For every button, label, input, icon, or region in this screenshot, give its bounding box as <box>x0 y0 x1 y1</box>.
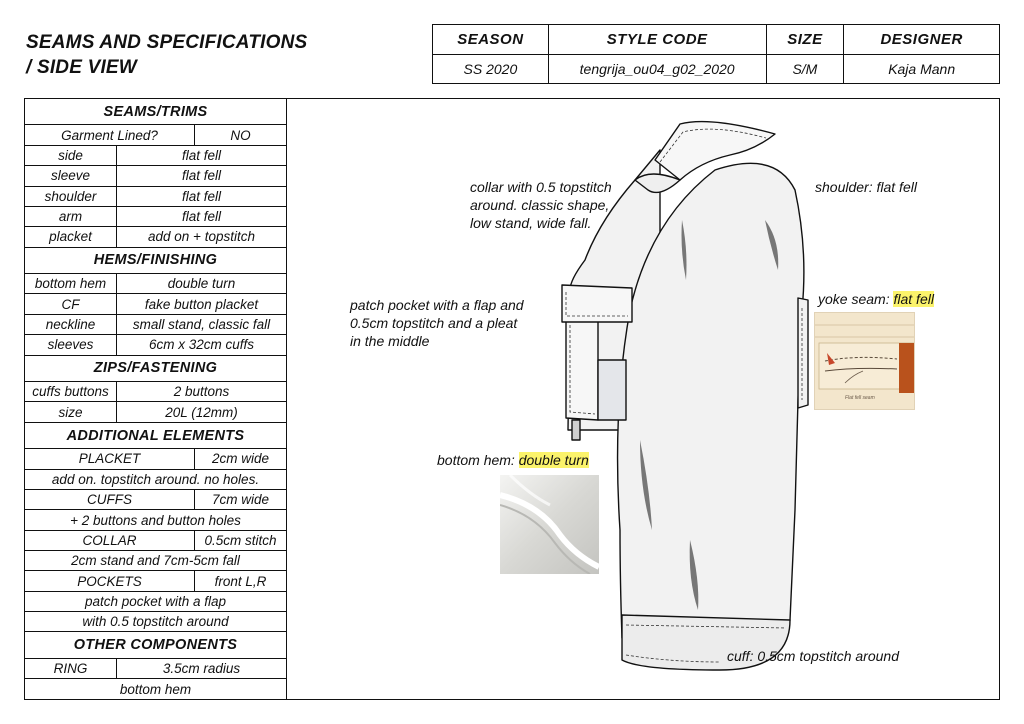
spec-value: 2cm wide <box>194 448 287 470</box>
spec-label: side <box>24 144 117 167</box>
garment-yoke <box>797 297 809 409</box>
header-label-size: SIZE <box>765 23 845 56</box>
section-additional-elements: ADDITIONAL ELEMENTS <box>24 421 287 450</box>
spec-row-lined: Garment Lined? NO <box>24 124 287 146</box>
spec-label: CUFFS <box>24 488 195 511</box>
section-zips-fastening: ZIPS/FASTENING <box>24 354 287 383</box>
spec-value: flat fell <box>116 144 287 167</box>
section-other-components: OTHER COMPONENTS <box>24 631 287 659</box>
header-label-designer: DESIGNER <box>843 23 1000 56</box>
spec-value: 6cm x 32cm cuffs <box>116 334 287 356</box>
annotation-collar: collar with 0.5 topstitch around. classi… <box>470 179 612 231</box>
annotation-bottom-hem: bottom hem: double turn <box>437 452 589 468</box>
spec-value: add on + topstitch <box>116 226 287 248</box>
spec-label: sleeve <box>24 165 117 187</box>
spec-value: 3.5cm radius <box>116 657 287 680</box>
header-labels-row: SEASON STYLE CODE SIZE DESIGNER <box>432 23 1000 56</box>
header-value-size: S/M <box>765 54 845 84</box>
header-value-season: SS 2020 <box>432 54 549 84</box>
header-label-season: SEASON <box>432 23 549 56</box>
spec-label: placket <box>24 226 117 248</box>
spec-note-other: bottom hem <box>24 678 287 700</box>
highlight-double-turn: double turn <box>518 452 589 468</box>
spec-value: front L,R <box>194 570 287 592</box>
spec-label: Garment Lined? <box>24 124 195 146</box>
highlight-flat-fell: flat fell <box>893 291 934 307</box>
spec-label: size <box>24 401 117 423</box>
spec-note-placket: add on. topstitch around. no holes. <box>24 468 287 490</box>
header-values-row: SS 2020 tengrija_ou04_g02_2020 S/M Kaja … <box>432 54 1000 84</box>
spec-label: cuffs buttons <box>24 381 117 403</box>
header-value-style-code: tengrija_ou04_g02_2020 <box>547 54 767 84</box>
spec-note-pockets-1: patch pocket with a flap <box>24 590 287 613</box>
page-title: SEAMS AND SPECIFICATIONS / SIDE VIEW <box>26 30 307 80</box>
spec-value: 20L (12mm) <box>116 401 287 423</box>
garment-side-view-sketch <box>561 120 809 671</box>
header-table: SEASON STYLE CODE SIZE DESIGNER SS 2020 … <box>432 23 1000 84</box>
spec-label: RING <box>24 657 117 680</box>
spec-note-cuffs: + 2 buttons and button holes <box>24 509 287 531</box>
annotation-pocket: patch pocket with a flap and 0.5cm topst… <box>350 297 524 349</box>
spec-value: flat fell <box>116 205 287 228</box>
garment-pocket <box>565 314 599 421</box>
garment-pocket-pleat <box>597 359 627 421</box>
section-hems-finishing: HEMS/FINISHING <box>24 246 287 275</box>
flat-fell-seam-photo: Flat fell seam <box>814 312 915 410</box>
header-value-designer: Kaja Mann <box>843 54 1000 84</box>
spec-label: neckline <box>24 313 117 336</box>
section-seams-trims: SEAMS/TRIMS <box>24 97 287 126</box>
annotation-cuff: cuff: 0.5cm topstitch around <box>727 648 899 664</box>
spec-note-collar: 2cm stand and 7cm-5cm fall <box>24 550 287 572</box>
spec-label: shoulder <box>24 185 117 207</box>
spec-value: flat fell <box>116 185 287 207</box>
spec-label: arm <box>24 205 117 228</box>
spec-label: POCKETS <box>24 570 195 592</box>
page-title-line-1: SEAMS AND SPECIFICATIONS <box>26 32 308 53</box>
spec-label: bottom hem <box>24 273 117 295</box>
garment-pocket-flap <box>561 284 633 323</box>
annotation-shoulder: shoulder: flat fell <box>815 179 917 195</box>
double-turn-hem-photo <box>500 475 599 574</box>
spec-value: flat fell <box>116 165 287 187</box>
spec-label: CF <box>24 293 117 315</box>
header-label-style-code: STYLE CODE <box>547 23 767 56</box>
spec-label: sleeves <box>24 334 117 356</box>
spec-value: fake button placket <box>116 293 287 315</box>
spec-value: double turn <box>116 273 287 295</box>
garment-collar <box>654 120 776 181</box>
photo-caption: Flat fell seam <box>845 395 875 401</box>
spec-value: NO <box>194 124 287 146</box>
spec-label: PLACKET <box>24 448 195 470</box>
garment-cuff <box>621 614 791 671</box>
spec-label: COLLAR <box>24 529 195 552</box>
garment-collar-stand <box>634 173 681 194</box>
spec-value: 7cm wide <box>194 488 287 511</box>
spec-note-pockets-2: with 0.5 topstitch around <box>24 611 287 633</box>
page-title-line-2: / SIDE VIEW <box>26 57 137 78</box>
spec-value: 2 buttons <box>116 381 287 403</box>
spec-value: 0.5cm stitch <box>194 529 287 552</box>
garment-hem-tab <box>571 419 581 441</box>
spec-value: small stand, classic fall <box>116 313 287 336</box>
annotation-yoke-seam: yoke seam: flat fell <box>818 291 934 307</box>
